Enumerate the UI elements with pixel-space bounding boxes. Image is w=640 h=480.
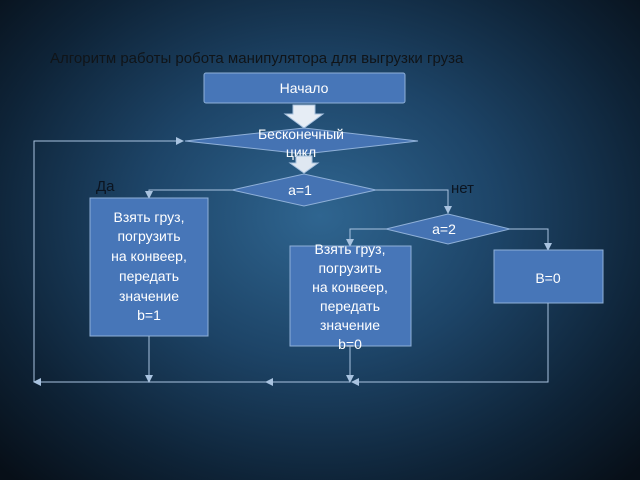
- start-node: [203, 72, 406, 104]
- yes-branch-line: [145, 189, 232, 199]
- action-b1-line5: значение: [119, 288, 179, 304]
- a2-yes-branch-line: [346, 228, 386, 247]
- action-b0-line1: Взять груз,: [315, 241, 386, 257]
- condition-a2-label: a=2: [432, 221, 456, 237]
- loop-back-line: [33, 137, 184, 382]
- start-node-label: Начало: [280, 80, 329, 96]
- loop-diamond: [184, 127, 419, 155]
- no-branch-line: [376, 189, 452, 214]
- action-b0-line4: передать: [320, 298, 380, 314]
- a2-no-branch-line: [510, 228, 552, 251]
- action-b0-box: [289, 245, 412, 347]
- start-arrow: [283, 104, 325, 129]
- action-b1-line2: погрузить: [117, 228, 180, 244]
- yes-label: Да: [96, 178, 115, 195]
- action-b1-line6: b=1: [137, 307, 161, 323]
- action-b1-line1: Взять груз,: [114, 209, 185, 225]
- condition-a1-label: a=1: [288, 182, 312, 198]
- action-b0-line3: на конвеер,: [312, 279, 388, 295]
- loop-label-line1: Бесконечный: [258, 126, 344, 142]
- set-b0-label: B=0: [535, 270, 561, 286]
- action-b1-line4: передать: [119, 268, 179, 284]
- action-b0-line5: значение: [320, 317, 380, 333]
- diagram-title: Алгоритм работы робота манипулятора для …: [50, 50, 464, 67]
- set-b0-box: [493, 249, 604, 304]
- action-b0-line6: b=0: [338, 336, 362, 352]
- action-b1-line3: на конвеер,: [111, 248, 187, 264]
- action-b0-line2: погрузить: [318, 260, 381, 276]
- no-label: нет: [451, 180, 474, 197]
- loop-arrow: [288, 155, 320, 174]
- set-b0-return-line: [351, 303, 549, 386]
- action-b1-box: [89, 197, 209, 337]
